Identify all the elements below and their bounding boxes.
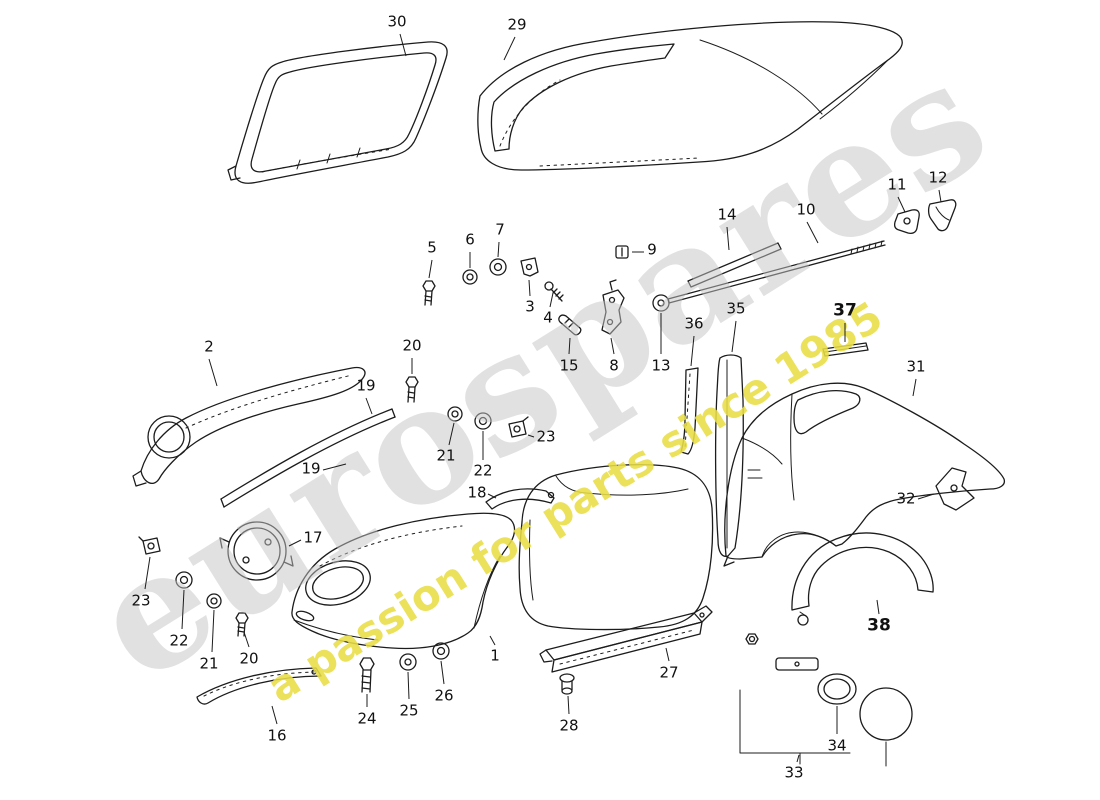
wheel-arch-trim-drawing — [791, 532, 934, 626]
part-label-1[interactable]: 1 — [490, 646, 500, 665]
part-label-21[interactable]: 21 — [436, 446, 456, 465]
part-label-32[interactable]: 32 — [896, 489, 916, 508]
washer-icon — [447, 406, 463, 422]
washer-icon — [206, 593, 222, 609]
screw-drawing — [544, 281, 564, 302]
part-label-4[interactable]: 4 — [543, 308, 553, 327]
washer-icon — [432, 642, 450, 660]
part-label-22[interactable]: 22 — [169, 631, 189, 650]
part-label-29[interactable]: 29 — [507, 15, 527, 34]
part-label-22[interactable]: 22 — [473, 461, 493, 480]
part-label-12[interactable]: 12 — [928, 168, 948, 187]
front-fender-rail-drawing — [132, 366, 366, 487]
bracket-drawing — [935, 467, 975, 511]
part-label-31[interactable]: 31 — [906, 357, 926, 376]
part-label-13[interactable]: 13 — [651, 356, 671, 375]
door-shell-drawing — [518, 464, 714, 631]
part-label-3[interactable]: 3 — [525, 297, 535, 316]
washer-icon — [399, 653, 417, 671]
part-label-17[interactable]: 17 — [303, 528, 323, 547]
screw-head-drawing — [615, 245, 629, 259]
part-label-30[interactable]: 30 — [387, 12, 407, 31]
trim-strip-drawing — [220, 408, 396, 508]
tube-drawing — [687, 242, 782, 288]
part-label-10[interactable]: 10 — [796, 200, 816, 219]
pillar-strip-drawing — [680, 367, 699, 455]
washer-icon — [489, 258, 507, 276]
valance-strip-drawing — [196, 667, 322, 705]
sill-strip-drawing — [822, 342, 869, 357]
cone-plug-drawing — [927, 199, 957, 232]
bolt-icon — [405, 376, 419, 403]
part-label-34[interactable]: 34 — [827, 736, 847, 755]
part-label-21[interactable]: 21 — [199, 654, 219, 673]
washer-icon — [462, 269, 478, 285]
headlamp-bucket-drawing — [219, 521, 294, 581]
part-label-27[interactable]: 27 — [659, 663, 679, 682]
rear-quarter-panel-drawing — [724, 382, 1006, 560]
bolt-icon — [359, 657, 375, 693]
washer-icon — [175, 571, 193, 589]
part-label-16[interactable]: 16 — [267, 726, 287, 745]
clip-drawing — [508, 416, 529, 438]
part-label-33[interactable]: 33 — [784, 763, 804, 782]
part-label-15[interactable]: 15 — [559, 356, 579, 375]
bracket-drawing — [485, 488, 555, 510]
grommet-drawing — [893, 209, 920, 234]
clip-drawing — [138, 536, 161, 555]
group-bracket-lines — [739, 689, 887, 767]
part-label-37[interactable]: 37 — [833, 300, 857, 321]
part-label-8[interactable]: 8 — [609, 356, 619, 375]
part-label-20[interactable]: 20 — [402, 336, 422, 355]
part-label-19[interactable]: 19 — [301, 459, 321, 478]
part-label-23[interactable]: 23 — [536, 427, 556, 446]
washer-icon — [474, 412, 492, 430]
part-label-23[interactable]: 23 — [131, 591, 151, 610]
rocker-sill-drawing — [539, 605, 713, 673]
part-label-9[interactable]: 9 — [647, 240, 657, 259]
part-label-28[interactable]: 28 — [559, 716, 579, 735]
part-label-14[interactable]: 14 — [717, 205, 737, 224]
front-fender-drawing — [291, 512, 516, 650]
plate-drawing — [775, 657, 819, 671]
part-label-2[interactable]: 2 — [204, 337, 214, 356]
part-label-36[interactable]: 36 — [684, 314, 704, 333]
part-label-18[interactable]: 18 — [467, 483, 487, 502]
part-label-20[interactable]: 20 — [239, 649, 259, 668]
part-label-11[interactable]: 11 — [887, 175, 907, 194]
rod-drawing — [667, 240, 886, 304]
part-label-26[interactable]: 26 — [434, 686, 454, 705]
part-label-35[interactable]: 35 — [726, 299, 746, 318]
part-label-7[interactable]: 7 — [495, 220, 505, 239]
clip-drawing — [520, 257, 539, 277]
bolt-icon — [235, 612, 249, 637]
part-label-25[interactable]: 25 — [399, 701, 419, 720]
part-label-38[interactable]: 38 — [867, 615, 891, 636]
roof-panel-drawing — [477, 21, 903, 171]
bracket-drawing — [601, 279, 625, 335]
bolt-icon — [422, 280, 436, 306]
grommet-drawing — [559, 673, 575, 695]
part-label-5[interactable]: 5 — [427, 238, 437, 257]
part-label-19[interactable]: 19 — [356, 376, 376, 395]
windshield-frame-drawing — [227, 41, 448, 184]
nut-icon — [745, 633, 759, 645]
part-label-24[interactable]: 24 — [357, 709, 377, 728]
part-label-6[interactable]: 6 — [465, 230, 475, 249]
b-pillar-drawing — [714, 354, 744, 567]
gasket-ring-drawing — [817, 673, 857, 705]
sleeve-drawing — [558, 314, 582, 336]
cover-cap-drawing — [859, 687, 913, 741]
